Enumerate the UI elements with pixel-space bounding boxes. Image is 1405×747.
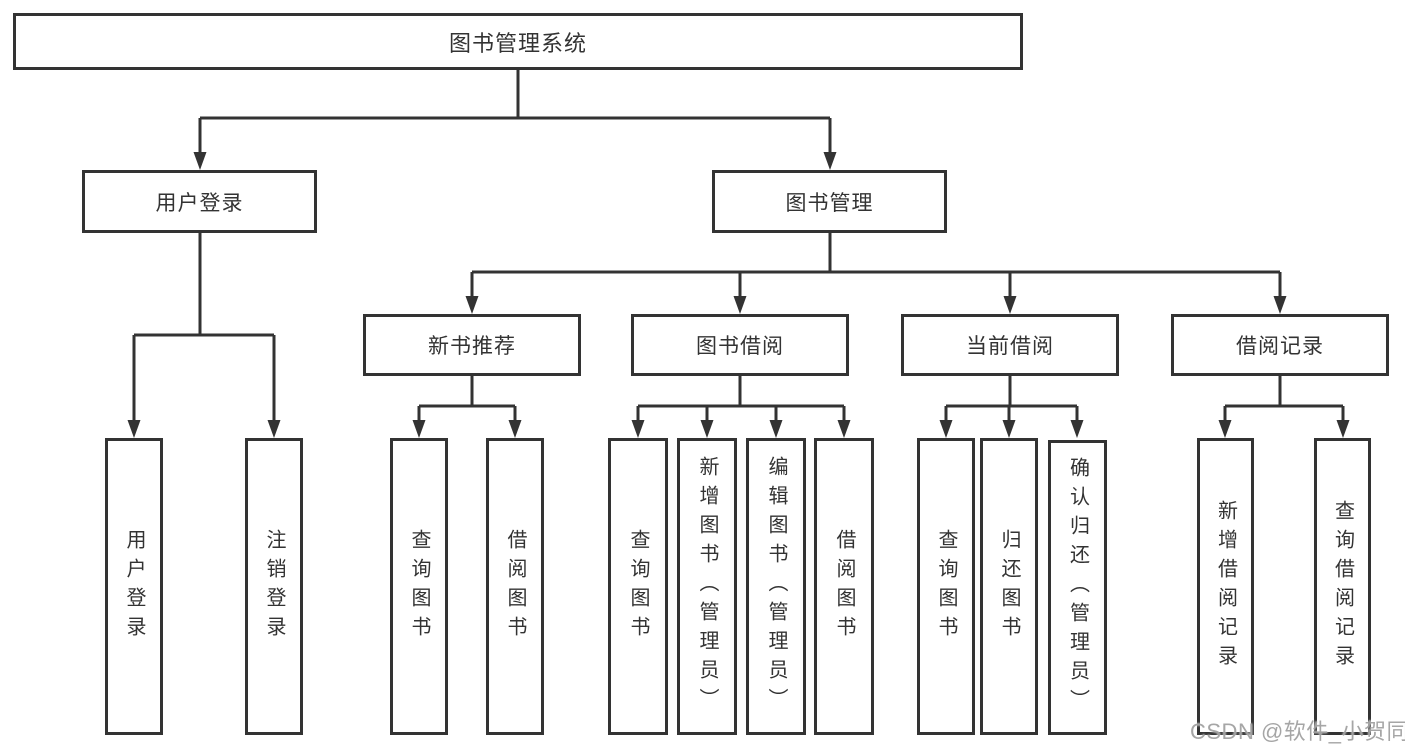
leaf-query-books-current: 查询图书 (917, 438, 975, 735)
leaf-add-borrow-record: 新增借阅记录 (1197, 438, 1254, 735)
leaf-return-books: 归还图书 (980, 438, 1038, 735)
leaf-edit-books-admin: 编辑图书（管理员） (746, 438, 806, 735)
arrowheads (127, 152, 1350, 438)
csdn-watermark: CSDN @软件_小贺同学 (1190, 719, 1405, 744)
leaf-query-borrow-record: 查询借阅记录 (1314, 438, 1371, 735)
node-book-borrowing: 图书借阅 (631, 314, 849, 376)
leaf-query-books-borrowing: 查询图书 (608, 438, 668, 735)
leaf-user-login: 用户登录 (105, 438, 163, 735)
leaf-logout: 注销登录 (245, 438, 303, 735)
leaf-add-books-admin: 新增图书（管理员） (677, 438, 737, 735)
leaf-borrow-books: 借阅图书 (814, 438, 874, 735)
node-new-book-recommendation: 新书推荐 (363, 314, 581, 376)
leaf-query-books-recommend: 查询图书 (390, 438, 448, 735)
leaf-borrow-books-recommend: 借阅图书 (486, 438, 544, 735)
leaf-confirm-return-admin: 确认归还（管理员） (1048, 440, 1107, 735)
node-current-borrowing: 当前借阅 (901, 314, 1119, 376)
node-user-login: 用户登录 (82, 170, 317, 233)
node-book-management: 图书管理 (712, 170, 947, 233)
node-borrowing-records: 借阅记录 (1171, 314, 1389, 376)
node-library-management-system: 图书管理系统 (13, 13, 1023, 70)
